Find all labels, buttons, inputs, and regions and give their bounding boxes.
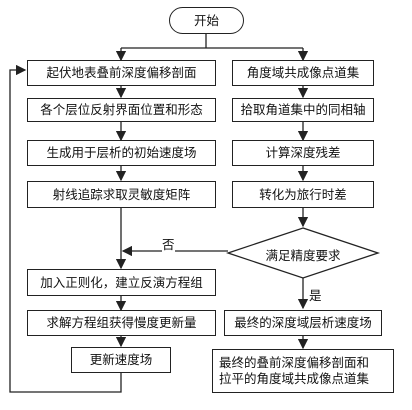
final-output-line-1: 最终的叠前深度偏移剖面和 <box>219 355 370 371</box>
compute-depth-residual: 计算深度残差 <box>232 140 374 166</box>
decision-label: 满足精度要求 <box>265 248 341 263</box>
convert-to-traveltime-difference: 转化为旅行时差 <box>232 181 374 208</box>
ray-tracing-sensitivity-matrix: 射线追踪求取灵敏度矩阵 <box>27 181 216 208</box>
final-depth-tomography-velocity: 最终的深度域层析速度场 <box>224 310 382 336</box>
final-output-line-2: 拉平的角度域共成像点道集 <box>219 371 370 386</box>
final-output: 最终的叠前深度偏移剖面和 拉平的角度域共成像点道集 <box>212 349 394 393</box>
label-yes: 是 <box>309 285 322 304</box>
prestack-depth-migration-section: 起伏地表叠前深度偏移剖面 <box>27 60 216 86</box>
angle-domain-cig: 角度域共成像点道集 <box>232 60 374 86</box>
update-velocity-field: 更新速度场 <box>71 347 171 373</box>
edge-loop-back <box>9 64 122 393</box>
regularization-inverse-equations: 加入正则化，建立反演方程组 <box>27 269 216 296</box>
initial-velocity-field: 生成用于层析的初始速度场 <box>27 140 216 166</box>
horizon-reflector-geometry: 各个层位反射界面位置和形态 <box>27 98 216 122</box>
decision-diamond <box>225 227 381 279</box>
pick-events-in-angle-gathers: 拾取角道集中的同相轴 <box>232 98 374 122</box>
start-node: 开始 <box>169 7 244 34</box>
label-no: 否 <box>162 234 175 253</box>
solve-slowness-update: 求解方程组获得慢度更新量 <box>27 310 216 336</box>
